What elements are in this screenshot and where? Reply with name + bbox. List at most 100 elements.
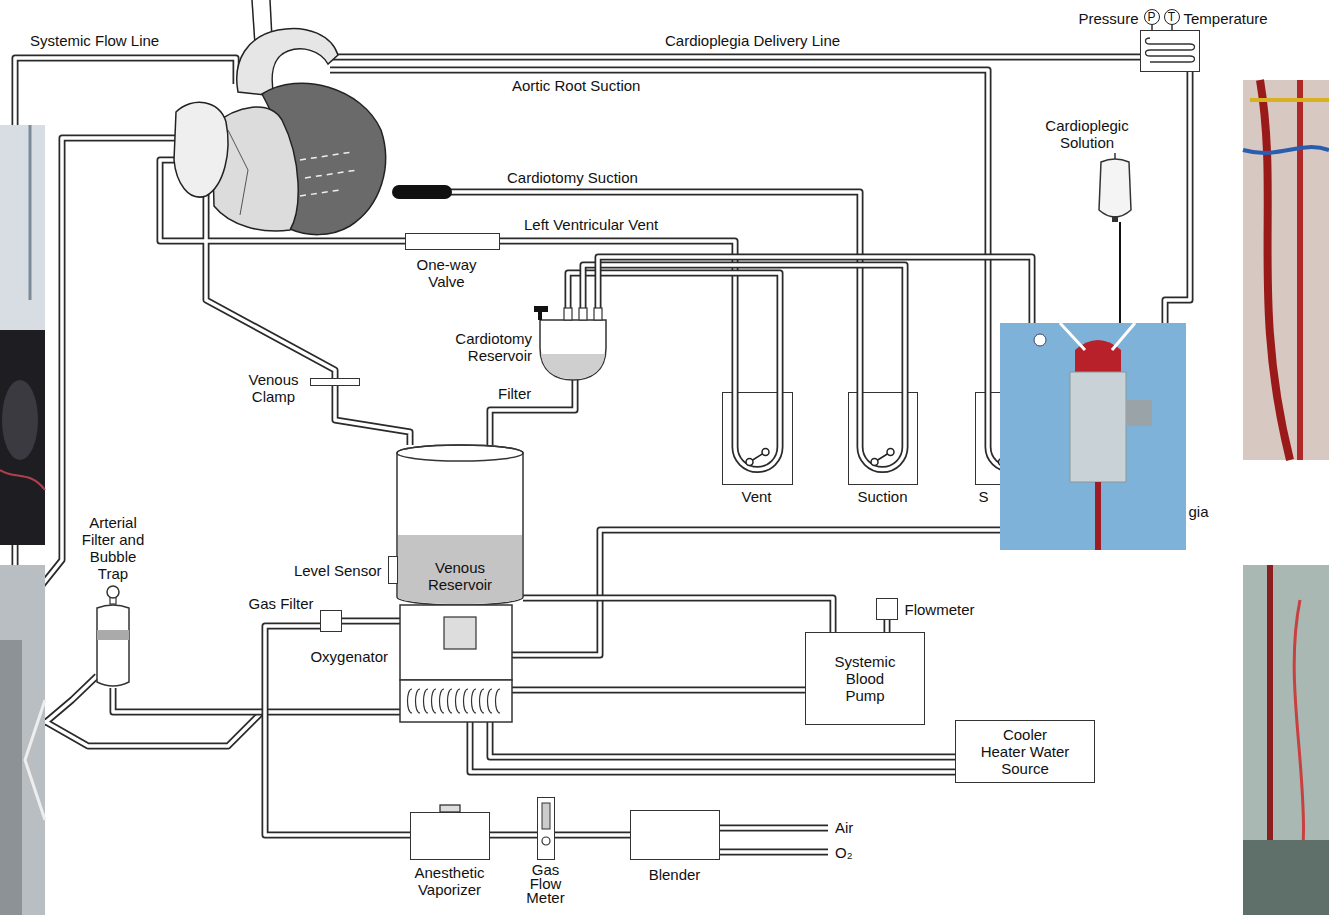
tube-connector — [113, 688, 400, 712]
tube-connector — [470, 722, 955, 772]
tube-connector — [335, 386, 410, 445]
tube-lumen — [490, 722, 955, 757]
roller-pump: Suction — [848, 392, 918, 485]
connectors — [113, 72, 1190, 835]
photo-inset-device — [1000, 323, 1186, 550]
node-label: Flowmeter — [905, 601, 975, 618]
tube-connector — [490, 380, 575, 445]
photo-inset-device — [1060, 323, 1135, 350]
pump-roller — [1147, 448, 1154, 455]
heat-exchanger: PressurePTTemperature — [1140, 30, 1200, 72]
heart-illustration — [174, 102, 228, 197]
anesthetic-vaporizer-shape — [410, 812, 490, 860]
pump-tubing — [988, 392, 1032, 469]
roller-pump: gia — [1110, 392, 1180, 485]
tube-lumen — [885, 620, 889, 632]
arterial-filter-shape — [97, 602, 129, 688]
reservoir-body — [397, 445, 523, 605]
level-sensor: Level Sensor — [388, 556, 398, 584]
photo-right-bottom — [1294, 600, 1303, 915]
photo-left-top — [0, 470, 45, 490]
tube-connector — [490, 722, 955, 757]
roller-pump-shape — [975, 392, 1045, 485]
tube-connector — [265, 626, 410, 835]
tubing — [15, 57, 1140, 852]
node-label: Level Sensor — [294, 562, 382, 579]
reservoir-lid — [397, 445, 523, 461]
line-label: Air — [835, 819, 853, 836]
line-label: Filter — [498, 385, 531, 402]
photo-right-top — [1243, 147, 1329, 153]
photo-inset-device — [1095, 482, 1101, 550]
line-label: Cardiotomy Suction — [507, 169, 638, 186]
node-label: Venous Clamp — [243, 371, 305, 405]
photo-left-top — [29, 125, 32, 300]
tube-connector — [470, 722, 955, 772]
node-label: Arterial Filter and Bubble Trap — [77, 514, 149, 582]
pump-roller — [887, 448, 894, 455]
photo-right-top — [1250, 98, 1329, 102]
reservoir-fluid — [541, 354, 605, 379]
node-label: Anesthetic Vaporizer — [408, 864, 492, 898]
photo-left-bottom — [0, 565, 45, 915]
systemic-blood-pump: Systemic Blood Pump — [805, 632, 925, 725]
tube-lumen — [555, 833, 630, 837]
node-label: Venous Reservoir — [424, 559, 496, 593]
tube-connector — [555, 835, 630, 836]
reservoir-bowl — [540, 320, 606, 380]
node-label: T — [1164, 9, 1180, 25]
tube-connector — [490, 832, 537, 839]
tube-connector — [342, 618, 400, 625]
node-label: Vent — [741, 488, 771, 505]
node-label: Cardiotomy Reservoir — [450, 330, 532, 364]
tube-connector — [335, 386, 410, 445]
arterial-filter: Arterial Filter and Bubble Trap — [97, 602, 129, 688]
tube-connector — [887, 620, 888, 632]
roller-pump-shape — [1110, 392, 1180, 485]
tube-lumen — [335, 386, 410, 445]
cardioplegia-bag: Cardioplegic Solution — [1095, 158, 1135, 222]
photo-inset-device — [1000, 323, 1186, 550]
flow-knob — [542, 837, 550, 845]
sensor-stem — [1152, 25, 1172, 30]
pump-roller — [1131, 458, 1138, 465]
node-label: Blender — [649, 866, 701, 883]
photo-right-top — [1243, 80, 1329, 460]
tube-lumen — [512, 485, 1125, 655]
tube-lumen — [598, 257, 1032, 392]
node-label: Gas Filter — [248, 595, 313, 612]
node-label: Gas Flow Meter — [522, 863, 570, 905]
bubble-trap-cap — [107, 586, 119, 598]
tube-connector — [884, 620, 891, 632]
node-label: Oxygenator — [310, 648, 388, 665]
tube-lumen — [470, 722, 955, 772]
pump-roller — [1014, 448, 1021, 455]
node-label: Temperature — [1184, 10, 1268, 27]
gas-flow-meter-shape — [537, 797, 555, 860]
tube-connector — [265, 626, 410, 835]
oxygenator-membrane — [444, 617, 476, 649]
pump-tubing — [735, 392, 780, 470]
pump-tubing — [1120, 392, 1165, 470]
tube-connector — [583, 265, 905, 392]
reservoir-port — [579, 308, 587, 320]
pump-tubing — [1120, 392, 1165, 470]
reservoir-port — [564, 308, 572, 320]
roller-pump-shape — [722, 392, 793, 485]
tube-connector — [1120, 222, 1121, 392]
photo-left-bottom — [0, 640, 22, 915]
tube-lumen — [490, 380, 575, 445]
tube-lumen — [113, 688, 400, 712]
node-label: Cooler Heater Water Source — [979, 726, 1071, 777]
photo-right-bottom — [1243, 565, 1329, 915]
tube-connector — [598, 257, 1032, 392]
photo-right-bottom — [1243, 565, 1329, 915]
flowmeter: Flowmeter — [876, 598, 898, 620]
oxygenator: Oxygenator — [400, 605, 512, 722]
photo-left-top — [0, 125, 45, 545]
node-label: Systemic Blood Pump — [829, 653, 901, 704]
gas-blender: Blender — [630, 810, 720, 860]
tube-lumen — [342, 619, 400, 623]
photo-left-bottom — [25, 700, 45, 820]
systemic-flow-line — [15, 58, 236, 722]
